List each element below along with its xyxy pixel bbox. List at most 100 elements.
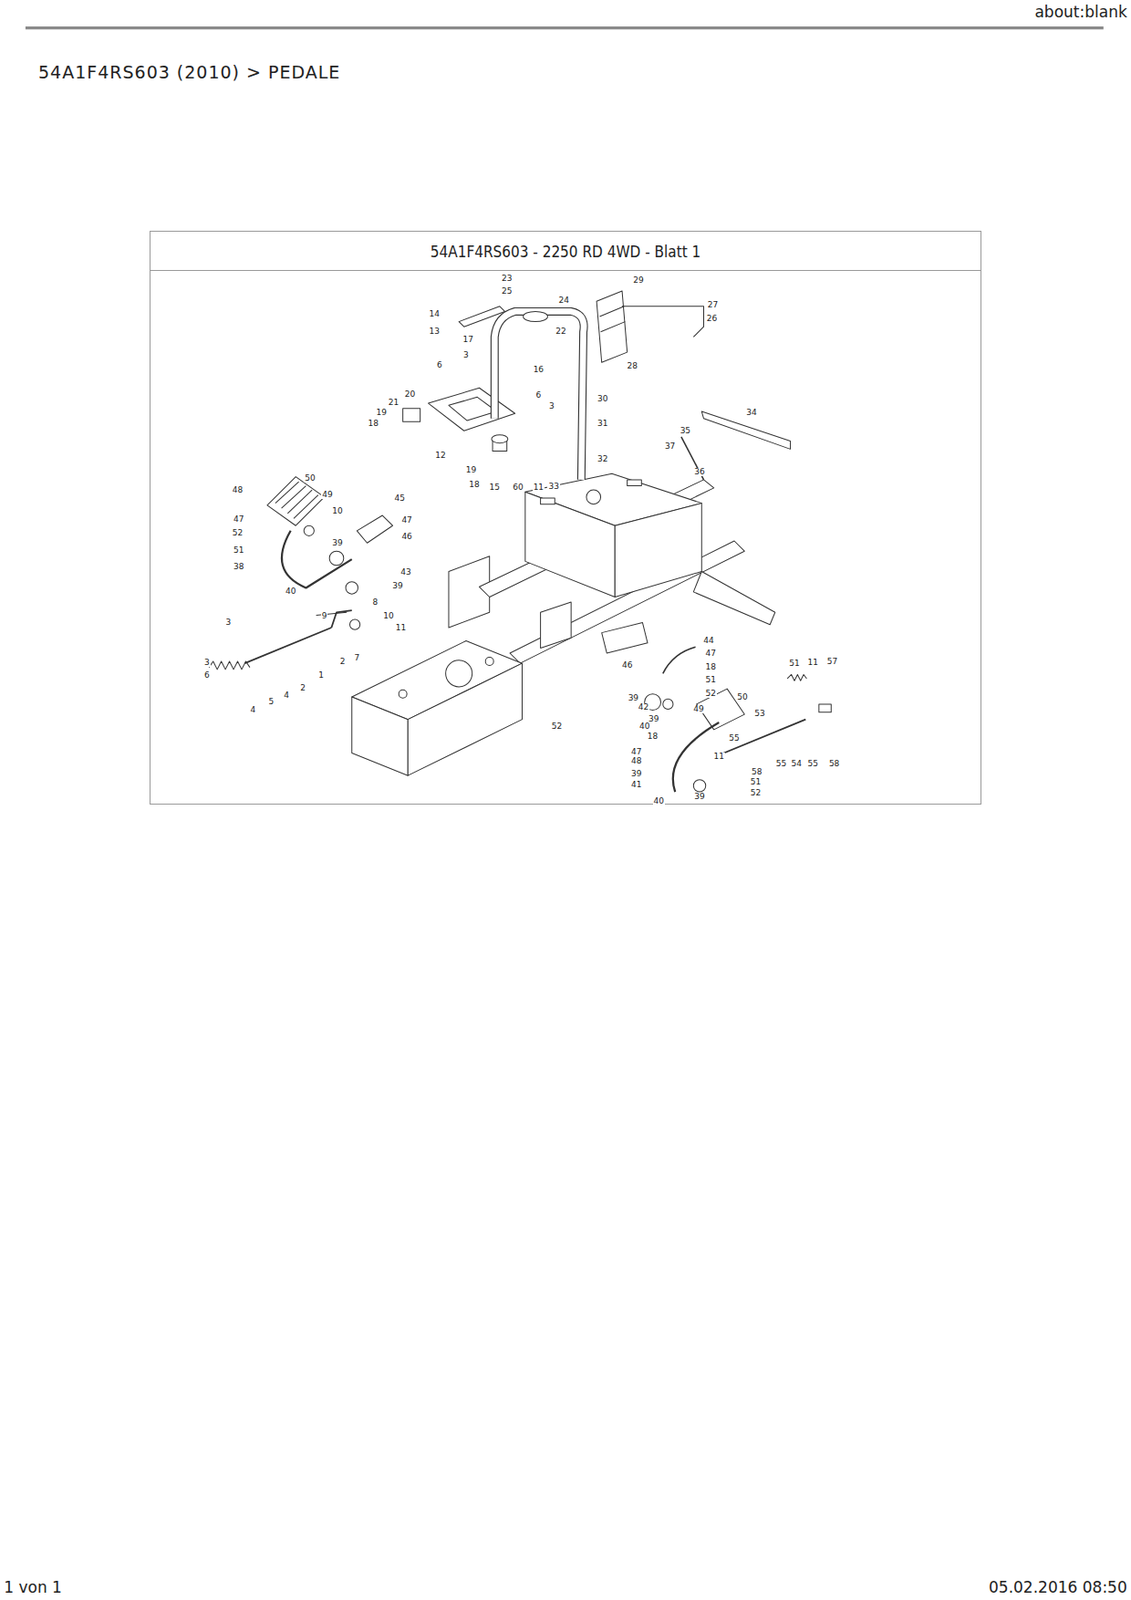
callout-number: 40 xyxy=(638,722,651,731)
callout-number: 50 xyxy=(303,474,316,483)
callout-number: 58 xyxy=(828,759,841,768)
callout-number: 55 xyxy=(775,759,788,768)
callout-number: 38 xyxy=(232,562,245,571)
callout-number: 51 xyxy=(705,675,717,685)
callout-number: 3 xyxy=(462,351,470,360)
callout-number: 10 xyxy=(382,612,395,621)
callout-number: 34 xyxy=(745,408,758,417)
callout-number: 18 xyxy=(467,480,480,489)
callout-number: 21 xyxy=(387,398,400,407)
callout-number: 50 xyxy=(736,693,748,702)
callout-number: 31 xyxy=(596,419,609,428)
callout-number: 47 xyxy=(630,747,643,757)
callout-number: 18 xyxy=(367,419,380,428)
callout-number: 22 xyxy=(554,327,567,336)
callout-number: 6 xyxy=(203,671,211,680)
callout-number: 10 xyxy=(331,507,343,516)
callout-number: 6 xyxy=(435,361,444,370)
callout-number: 7 xyxy=(352,653,361,663)
callout-number: 46 xyxy=(621,661,633,670)
callout-number: 2 xyxy=(299,684,307,693)
callout-number: 6 xyxy=(535,391,543,400)
callout-number: 3 xyxy=(548,402,556,411)
callout-number: 39 xyxy=(331,539,343,548)
callout-number: 47 xyxy=(232,515,245,524)
callout-number: 11 xyxy=(713,752,726,761)
callout-number: 44 xyxy=(702,636,715,645)
page-note: 05.02.2016 08:50 xyxy=(986,1579,1130,1596)
callout-number: 3 xyxy=(203,658,211,667)
callout-number: 40 xyxy=(653,797,665,806)
callout-number: 45 xyxy=(394,494,406,503)
callout-number: 27 xyxy=(706,300,719,310)
callout-number: 8 xyxy=(372,598,380,607)
callout-number: 1 xyxy=(317,671,325,680)
callout-number: 11 xyxy=(394,623,407,633)
callout-number: 57 xyxy=(826,657,839,666)
callout-number: 33 xyxy=(547,482,560,491)
callout-number: 60 xyxy=(511,483,524,492)
callout-number: 52 xyxy=(550,722,563,731)
callout-number: 18 xyxy=(705,663,717,672)
callout-number: 15 xyxy=(488,483,501,492)
page-title: 54A1F4RS603 (2010) > PEDALE xyxy=(38,62,341,83)
callout-number: 55 xyxy=(727,734,740,743)
callout-number: 39 xyxy=(630,769,643,779)
callout-number: 37 xyxy=(664,442,676,451)
callout-number: 36 xyxy=(693,467,706,477)
callout-number: 48 xyxy=(231,486,244,495)
callout-number: 28 xyxy=(626,362,639,371)
callout-number: 9 xyxy=(321,612,329,621)
callout-number: 52 xyxy=(749,788,762,798)
callout-number: 16 xyxy=(532,365,545,374)
callout-number: 46 xyxy=(400,532,413,541)
callout-number: 51 xyxy=(788,659,800,668)
callout-number: 49 xyxy=(692,705,705,714)
page-note: about:blank xyxy=(1032,4,1129,21)
page-note: 1 von 1 xyxy=(1,1579,64,1596)
callout-number: 51 xyxy=(232,546,245,555)
callout-number: 23 xyxy=(500,274,513,283)
callout-number: 43 xyxy=(399,568,412,577)
callout-number: 24 xyxy=(558,296,571,305)
callout-number: 5 xyxy=(268,697,276,706)
callout-number: 47 xyxy=(705,649,717,658)
callout-number: 12 xyxy=(434,451,447,460)
callout-number: 40 xyxy=(284,587,297,596)
callout-number: 58 xyxy=(750,767,763,777)
callout-number: 3 xyxy=(225,618,233,627)
callout-number: 42 xyxy=(637,703,650,712)
callout-number: 55 xyxy=(806,759,819,768)
callout-number: 14 xyxy=(428,310,441,319)
callout-number: 17 xyxy=(461,335,474,344)
callout-number: 53 xyxy=(753,709,766,718)
callout-number: 4 xyxy=(249,705,257,715)
callout-number: 39 xyxy=(391,581,404,591)
callout-number: 41 xyxy=(630,780,643,789)
callout-number: 35 xyxy=(679,426,692,436)
callout-number: 19 xyxy=(465,466,478,475)
callout-number: 51 xyxy=(749,778,762,787)
callout-number: 25 xyxy=(500,287,513,296)
callout-number: 30 xyxy=(596,394,609,404)
callout-number: 18 xyxy=(646,732,659,741)
diagram-frame: 54A1F4RS603 - 2250 RD 4WD - Blatt 1 xyxy=(149,230,982,805)
callout-number: 32 xyxy=(596,455,609,464)
callout-number: 2 xyxy=(339,657,347,666)
callout-number: 39 xyxy=(627,694,640,703)
callout-number: 52 xyxy=(231,529,244,538)
callout-number: 13 xyxy=(428,327,441,336)
callout-number: 11 xyxy=(806,658,819,667)
callout-number: 54 xyxy=(790,759,803,768)
callout-number: 48 xyxy=(630,757,643,766)
callout-number: 52 xyxy=(705,689,717,698)
callout-number: 47 xyxy=(400,516,413,525)
callout-number: 20 xyxy=(404,390,416,399)
callout-number: 49 xyxy=(321,490,333,499)
frame-heading: 54A1F4RS603 - 2250 RD 4WD - Blatt 1 xyxy=(150,231,981,271)
callout-number: 19 xyxy=(374,408,387,417)
callout-number: 29 xyxy=(632,276,644,285)
callout-number: 4 xyxy=(282,691,291,700)
callout-number: 26 xyxy=(705,314,718,323)
